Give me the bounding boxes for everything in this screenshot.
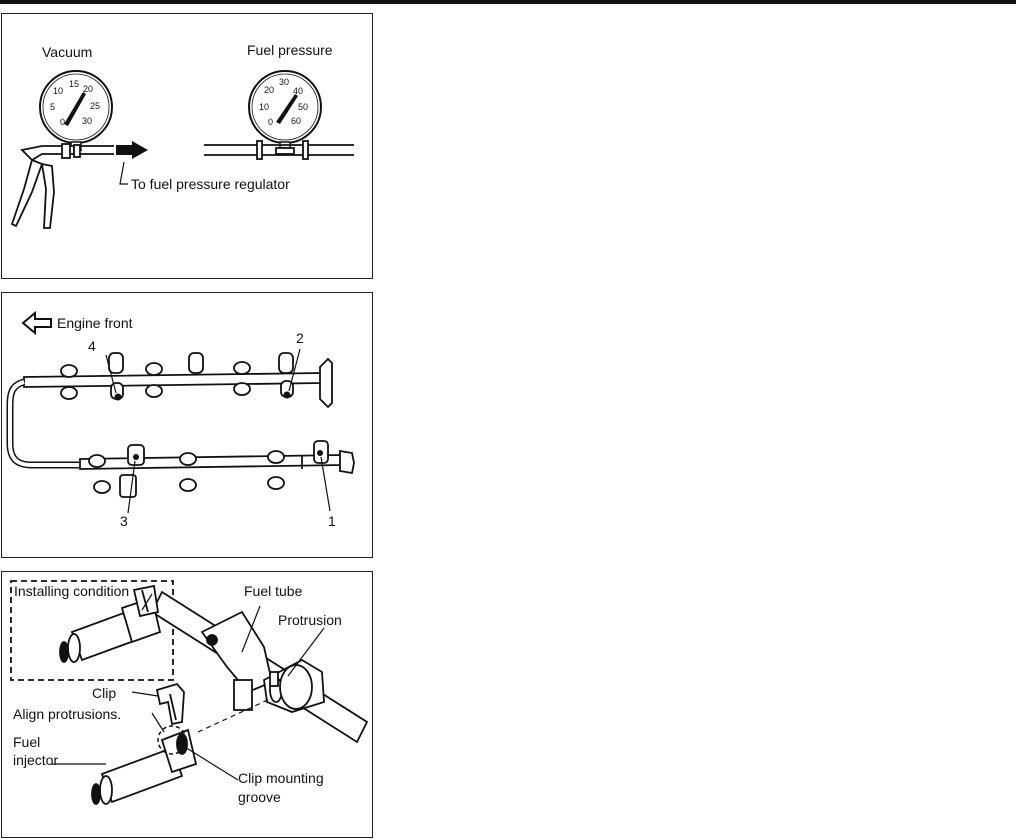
- installing-condition-label: Installing condition: [14, 583, 130, 599]
- clip-mounting-groove-label-line1: Clip mounting: [238, 770, 324, 786]
- alignment-axis: [197, 697, 273, 733]
- lower-fuel-rail: [79, 440, 355, 498]
- callout-leaders: [105, 348, 331, 514]
- flow-arrow-icon: [116, 141, 148, 159]
- vac-tick-25: 25: [90, 101, 100, 111]
- vac-tick-10: 10: [53, 86, 63, 96]
- clip-label: Clip: [92, 685, 117, 701]
- vac-tick-20: 20: [83, 84, 93, 94]
- fuel-tick-30: 30: [279, 77, 289, 87]
- fuel-line: [204, 140, 354, 160]
- vac-tick-30: 30: [82, 116, 92, 126]
- label-leaders: [52, 593, 325, 781]
- callout-4: 4: [88, 338, 96, 354]
- vacuum-gauge: 0 5 10 15 20 25 30: [39, 70, 113, 149]
- callout-3: 3: [120, 513, 128, 529]
- fuel-injector-label-line1: Fuel: [13, 734, 41, 750]
- fuel-tick-60: 60: [291, 116, 301, 126]
- fuel-tube-label: Fuel tube: [244, 583, 303, 599]
- inset-fuel-injector: [59, 584, 162, 663]
- vac-tick-5: 5: [50, 102, 55, 112]
- bolt-holes: [114, 391, 323, 460]
- top-rule: [0, 0, 1016, 4]
- fuel-pressure-gauge: 0 10 20 30 40 50 60: [248, 70, 322, 149]
- align-protrusions-label: Align protrusions.: [13, 706, 122, 722]
- fuel-tick-20: 20: [264, 85, 274, 95]
- fuel-tick-40: 40: [293, 86, 303, 96]
- fuel-tick-0: 0: [268, 117, 273, 127]
- engine-front-label: Engine front: [57, 315, 133, 331]
- vacuum-hose: [80, 145, 114, 155]
- hand-vacuum-pump: [10, 143, 82, 229]
- fuel-tick-50: 50: [298, 102, 308, 112]
- clip-mounting-groove-label-line2: groove: [238, 789, 281, 805]
- pressure-gauge-figure: 0 5 10 15 20 25 30: [1, 13, 373, 279]
- gauge-drawing: 0 5 10 15 20 25 30: [10, 70, 354, 229]
- regulator-label: To fuel pressure regulator: [131, 176, 290, 192]
- callout-1: 1: [328, 513, 336, 529]
- installing-condition-box: [10, 580, 174, 681]
- fuel-injector: [91, 728, 198, 805]
- fuel-injector-label-line2: injector: [13, 752, 59, 768]
- fuel-pressure-label: Fuel pressure: [247, 42, 333, 58]
- vacuum-label: Vacuum: [42, 44, 93, 60]
- fuel-tick-10: 10: [259, 102, 269, 112]
- vac-tick-15: 15: [69, 79, 79, 89]
- alignment-circle: [157, 725, 187, 755]
- upper-fuel-rail: [23, 352, 333, 409]
- fuel-rail-figure: 2 4 3 1 Engine front: [1, 292, 373, 558]
- protrusion-label: Protrusion: [278, 612, 342, 628]
- vac-tick-0: 0: [60, 117, 65, 127]
- regulator-leader-line: [119, 161, 128, 185]
- clip: [155, 682, 185, 726]
- engine-front-arrow-icon: [21, 310, 52, 336]
- injector-drawing: [10, 580, 369, 805]
- callout-2: 2: [296, 330, 304, 346]
- injector-install-figure: Installing condition Fuel tube Protrusio…: [1, 571, 373, 838]
- fuel-rail-drawing: 2 4 3 1: [6, 310, 355, 529]
